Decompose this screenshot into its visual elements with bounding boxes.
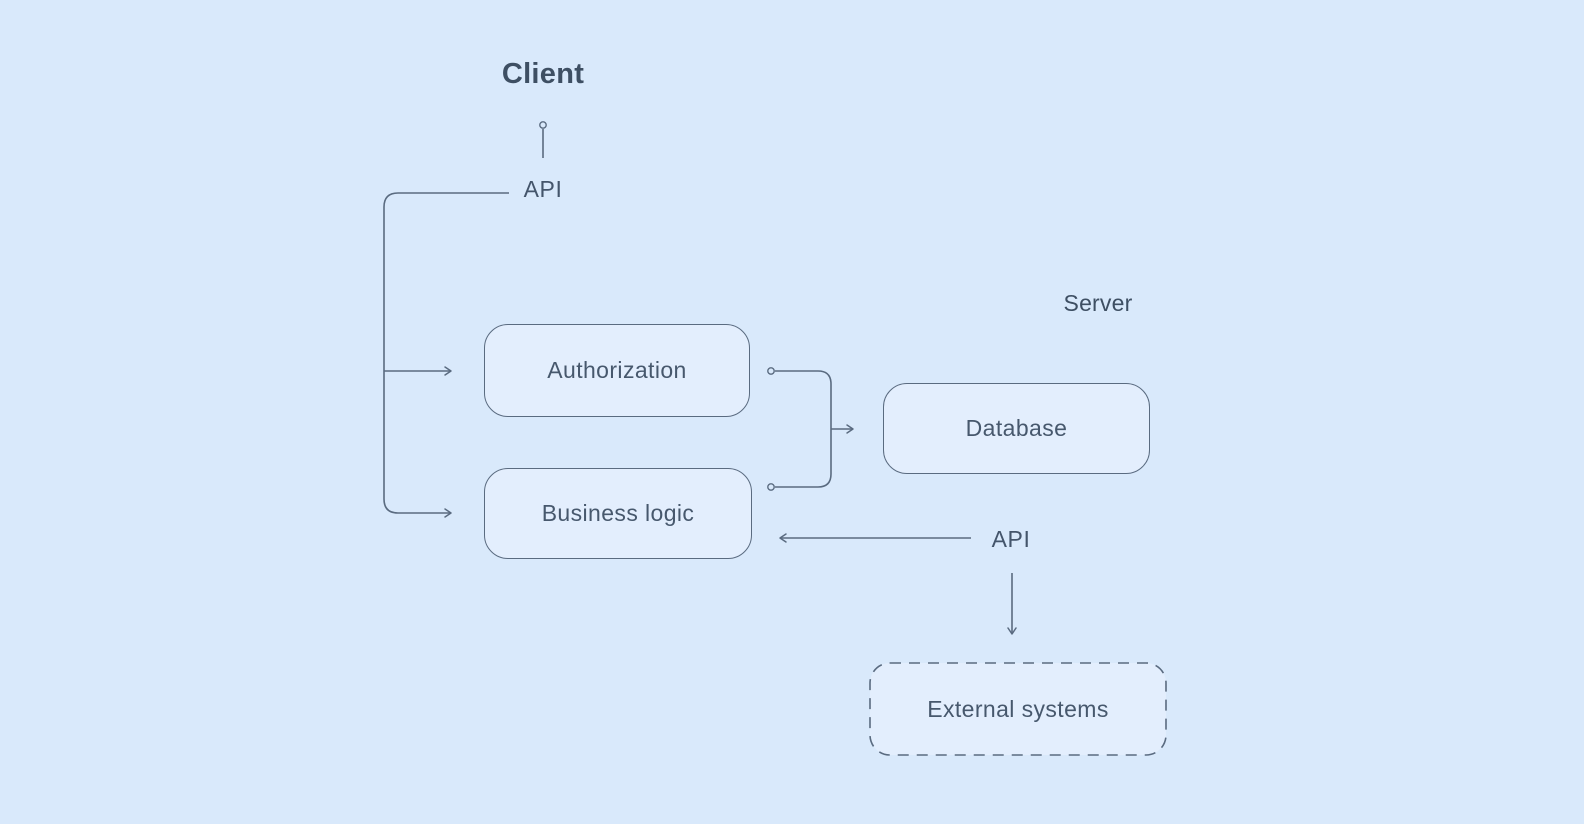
client-zone-label: Client xyxy=(501,58,585,90)
business-logic-out-dot xyxy=(767,483,775,491)
business-logic-node-label: Business logic xyxy=(541,500,695,526)
edge-merge-bracket xyxy=(775,370,832,488)
authorization-node-label: Authorization xyxy=(547,357,687,383)
client-link-dot xyxy=(539,121,547,129)
server-api-label: API xyxy=(991,526,1031,552)
authorization-out-dot xyxy=(767,367,775,375)
server-zone-label: Server xyxy=(1063,290,1133,316)
authorization-node: Authorization xyxy=(484,324,750,417)
database-node: Database xyxy=(883,383,1150,474)
external-systems-box-outline xyxy=(869,662,1167,756)
business-logic-node: Business logic xyxy=(484,468,752,559)
client-api-label: API xyxy=(523,176,563,202)
external-systems-node: External systems xyxy=(870,663,1166,755)
external-systems-node-label: External systems xyxy=(927,695,1109,722)
edge-api-to-business-logic xyxy=(383,192,509,518)
database-node-label: Database xyxy=(965,415,1068,441)
